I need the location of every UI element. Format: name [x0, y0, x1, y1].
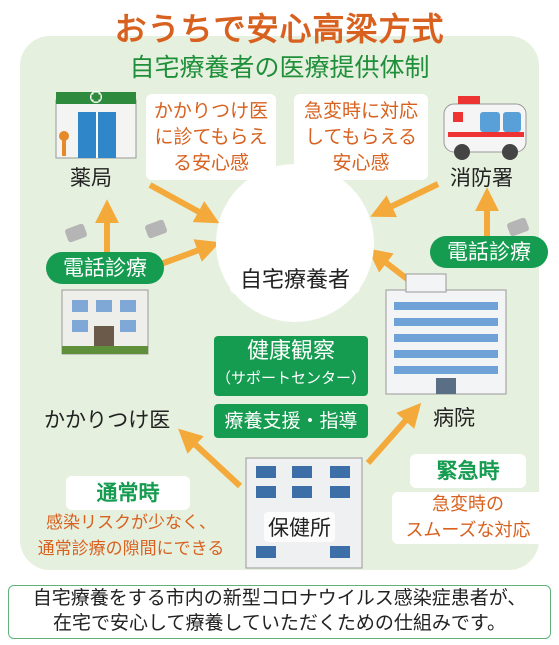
- hospital-label: 病院: [433, 406, 475, 430]
- clinic-label: かかりつけ医: [44, 408, 171, 432]
- footer-note: 自宅療養をする市内の新型コロナウイルス感染症患者が、 在宅で安心して療養していた…: [8, 585, 551, 639]
- patients-circle: [216, 164, 374, 322]
- note-line: してもらえる: [305, 126, 417, 148]
- emergency-text: 急変時の スムーズな対応: [392, 492, 544, 544]
- page-title: おうちで安心高梁方式: [114, 10, 445, 48]
- note-line: 安心感: [332, 152, 390, 174]
- note-line: かかりつけ医: [153, 100, 269, 122]
- guidance-box: 療養支援・指導: [214, 404, 368, 438]
- emergency-heading: 緊急時: [410, 454, 526, 488]
- note-line: に診てもらえ: [154, 126, 268, 148]
- emergency-line: スムーズな対応: [405, 520, 531, 541]
- arrow-center-to-hospital: [365, 402, 422, 465]
- emergency-box: 緊急時 急変時の スムーズな対応: [392, 454, 544, 554]
- note-line: る安心感: [172, 152, 249, 174]
- footer-line: 在宅で安心して療養していただくための仕組みです。: [53, 612, 506, 634]
- pharmacy-icon: [55, 91, 137, 159]
- support-center-label: （サポートセンター）: [215, 369, 366, 387]
- health-watch-box: 健康観察 （サポートセンター）: [214, 336, 368, 396]
- phone-consult-left: 電話診療: [46, 252, 164, 284]
- clinic-icon: [61, 289, 149, 355]
- phone-consult-right: 電話診療: [430, 236, 548, 268]
- note-clinic-reassurance: かかりつけ医 に診てもらえ る安心感: [146, 94, 276, 180]
- phone-icons: [65, 217, 529, 243]
- arrow-center-to-clinic: [178, 428, 243, 489]
- hospital-icon: [385, 273, 507, 395]
- footer-line: 自宅療養をする市内の新型コロナウイルス感染症患者が、: [32, 587, 527, 609]
- health-watch-label: 健康観察: [246, 339, 335, 364]
- normal-time-heading: 通常時: [66, 476, 190, 510]
- fire-station-label: 消防署: [450, 166, 513, 190]
- arrow-pharmacy-to-patients: [148, 182, 220, 224]
- emergency-line: 急変時の: [432, 494, 504, 515]
- arrow-fire-to-patients: [370, 181, 440, 218]
- patients-label: 自宅療養者: [230, 262, 360, 294]
- health-center-label: 保健所: [264, 512, 335, 542]
- ambulance-icon: [443, 96, 527, 160]
- note-emergency-reassurance: 急変時に対応 してもらえる 安心感: [294, 94, 428, 180]
- normal-time-line: 感染リスクが少なく、: [46, 513, 216, 533]
- normal-time-text: 感染リスクが少なく、 通常診療の隙間にできる: [18, 510, 244, 562]
- note-line: 急変時に対応: [303, 100, 418, 122]
- normal-time-line: 通常診療の隙間にできる: [37, 539, 225, 559]
- pharmacy-label: 薬局: [70, 166, 112, 190]
- normal-time-box: 通常時 感染リスクが少なく、 通常診療の隙間にできる: [18, 476, 244, 568]
- page-subtitle: 自宅療養者の医療提供体制: [129, 53, 430, 82]
